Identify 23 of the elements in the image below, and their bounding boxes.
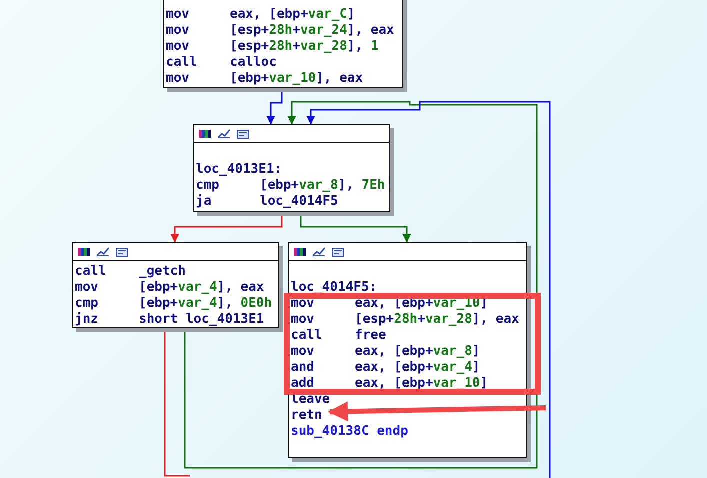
code-line: loc_4013E1: bbox=[196, 162, 282, 178]
code-line: ja loc_4014F5 bbox=[196, 194, 338, 210]
pointer-arrow bbox=[328, 402, 546, 422]
code-line: cmp [ebp+var_4], 0E0h bbox=[75, 296, 272, 312]
code-line: sub_40138C endp bbox=[291, 424, 408, 440]
code-line: retn bbox=[291, 408, 322, 424]
flow-arrow bbox=[184, 101, 538, 469]
code-line: call _getch bbox=[75, 264, 186, 280]
code-line: loc_4014F5: bbox=[291, 280, 378, 296]
code-line: mov [esp+28h+var_24], eax bbox=[166, 23, 394, 39]
code-line: cmp [ebp+var_8], 7Eh bbox=[196, 178, 386, 194]
code-line: leave bbox=[291, 392, 330, 408]
code-line: mov eax, [ebp+var_C] bbox=[166, 7, 356, 23]
code-line: mov [ebp+var_10], eax bbox=[166, 71, 364, 87]
flow-arrow bbox=[306, 101, 551, 478]
code-line: mov [esp+28h+var_28], eax bbox=[291, 312, 520, 328]
code-line: and eax, [ebp+var_4] bbox=[291, 360, 480, 376]
code-line: mov eax, [ebp+var_8] bbox=[291, 344, 480, 360]
code-line: jnz short loc_4013E1 bbox=[75, 312, 264, 328]
code-line: call calloc bbox=[166, 55, 277, 71]
code-line: call free bbox=[291, 328, 386, 344]
code-line: mov [ebp+var_4], eax bbox=[75, 280, 264, 296]
code-line: mov [esp+28h+var_28], 1 bbox=[166, 39, 379, 55]
